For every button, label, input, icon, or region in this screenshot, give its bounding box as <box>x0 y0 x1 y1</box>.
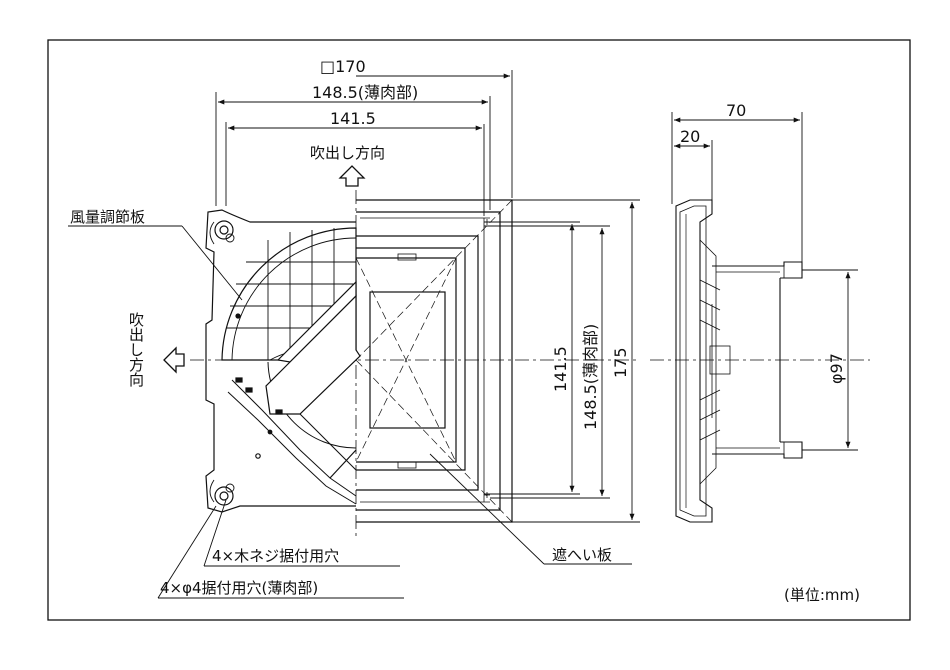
dim-height-175: 175 <box>611 347 630 378</box>
side-dimensions <box>671 112 858 451</box>
front-right-dimensions <box>484 199 640 523</box>
dim-depth-70: 70 <box>726 101 746 120</box>
dim-height-148-5: 148.5(薄肉部) <box>581 324 600 430</box>
outlet-arrow-up-icon <box>338 165 366 187</box>
dim-flange-20: 20 <box>680 127 700 146</box>
dim-height-141-5: 141.5 <box>551 346 570 392</box>
shield-plate-label: 遮へい板 <box>552 546 612 564</box>
callout-leaders <box>68 225 632 599</box>
outlet-direction-top-label: 吹出し方向 <box>310 144 385 162</box>
side-view <box>650 199 870 523</box>
drawing-frame <box>47 39 911 621</box>
dim-diameter-97: φ97 <box>827 353 846 384</box>
outlet-direction-left-label: 吹出し方向 <box>127 312 145 387</box>
top-dimensions <box>215 70 513 216</box>
outlet-arrow-left-icon <box>163 346 185 374</box>
front-view <box>190 190 640 540</box>
damper-plate-label: 風量調節板 <box>70 208 145 226</box>
wood-screw-holes-label: 4×木ネジ据付用穴 <box>212 547 339 565</box>
dim-square-170: □170 <box>320 57 366 76</box>
dim-width-141-5: 141.5 <box>330 109 376 128</box>
unit-note: (単位:mm) <box>784 586 860 604</box>
mount-holes-label: 4×φ4据付用穴(薄肉部) <box>160 579 318 597</box>
dim-width-148-5: 148.5(薄肉部) <box>312 83 418 102</box>
